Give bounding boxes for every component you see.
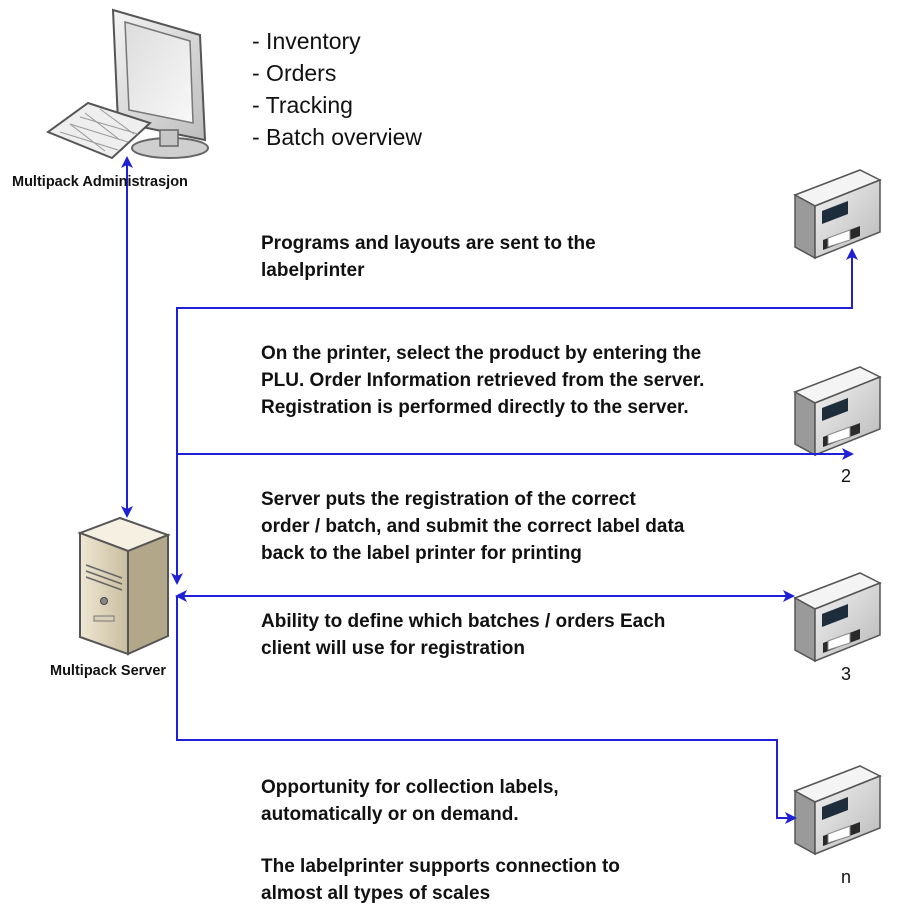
description-line: client will use for registration — [261, 638, 525, 659]
description-line: Ability to define which batches / orders… — [261, 611, 666, 632]
description-define-batches: Ability to define which batches / orders… — [261, 608, 665, 662]
admin-computer-icon — [45, 8, 209, 160]
connectors — [121, 156, 858, 824]
description-line: The labelprinter supports connection to — [261, 856, 620, 877]
label-printer-3-icon — [793, 572, 882, 663]
description-server-registration: Server puts the registration of the corr… — [261, 486, 684, 567]
description-line: Opportunity for collection labels, — [261, 777, 559, 798]
printer-number-n: n — [841, 867, 852, 887]
description-line: order / batch, and submit the correct la… — [261, 516, 685, 537]
printer-number-2: 2 — [841, 466, 852, 486]
admin-caption: Multipack Administrasjon — [12, 174, 188, 190]
server-caption: Multipack Server — [50, 663, 167, 679]
label-printer-2-icon — [793, 366, 882, 457]
description-select-product: On the printer, select the product by en… — [261, 340, 704, 421]
description-line: almost all types of scales — [261, 883, 491, 904]
label-printer-n-icon — [793, 765, 882, 856]
description-line: back to the label printer for printing — [261, 543, 582, 564]
server-to-printer-1-connector — [176, 248, 858, 577]
server-to-printer-n-connector — [176, 596, 797, 824]
description-scales-support: The labelprinter supports connection to … — [261, 853, 620, 907]
feature-list-item-batch-overview: - Batch overview — [252, 124, 423, 150]
description-line: Programs and layouts are sent to the — [261, 233, 596, 254]
feature-list-item-orders: - Orders — [252, 60, 337, 86]
description-collection-labels: Opportunity for collection labels, autom… — [261, 774, 559, 828]
description-line: automatically or on demand. — [261, 804, 519, 825]
description-line: On the printer, select the product by en… — [261, 343, 702, 364]
description-line: labelprinter — [261, 260, 365, 281]
description-line: PLU. Order Information retrieved from th… — [261, 370, 705, 391]
label-printer-1-icon — [793, 169, 882, 260]
description-programs-layouts: Programs and layouts are sent to the lab… — [261, 230, 596, 284]
description-line: Registration is performed directly to th… — [261, 397, 689, 418]
feature-list-item-inventory: - Inventory — [252, 28, 361, 54]
printer-number-3: 3 — [841, 664, 852, 684]
server-tower-icon — [77, 516, 171, 656]
printer-2-to-server-connector — [171, 448, 854, 585]
description-line: Server puts the registration of the corr… — [261, 489, 636, 510]
feature-list-item-tracking: - Tracking — [252, 92, 353, 118]
